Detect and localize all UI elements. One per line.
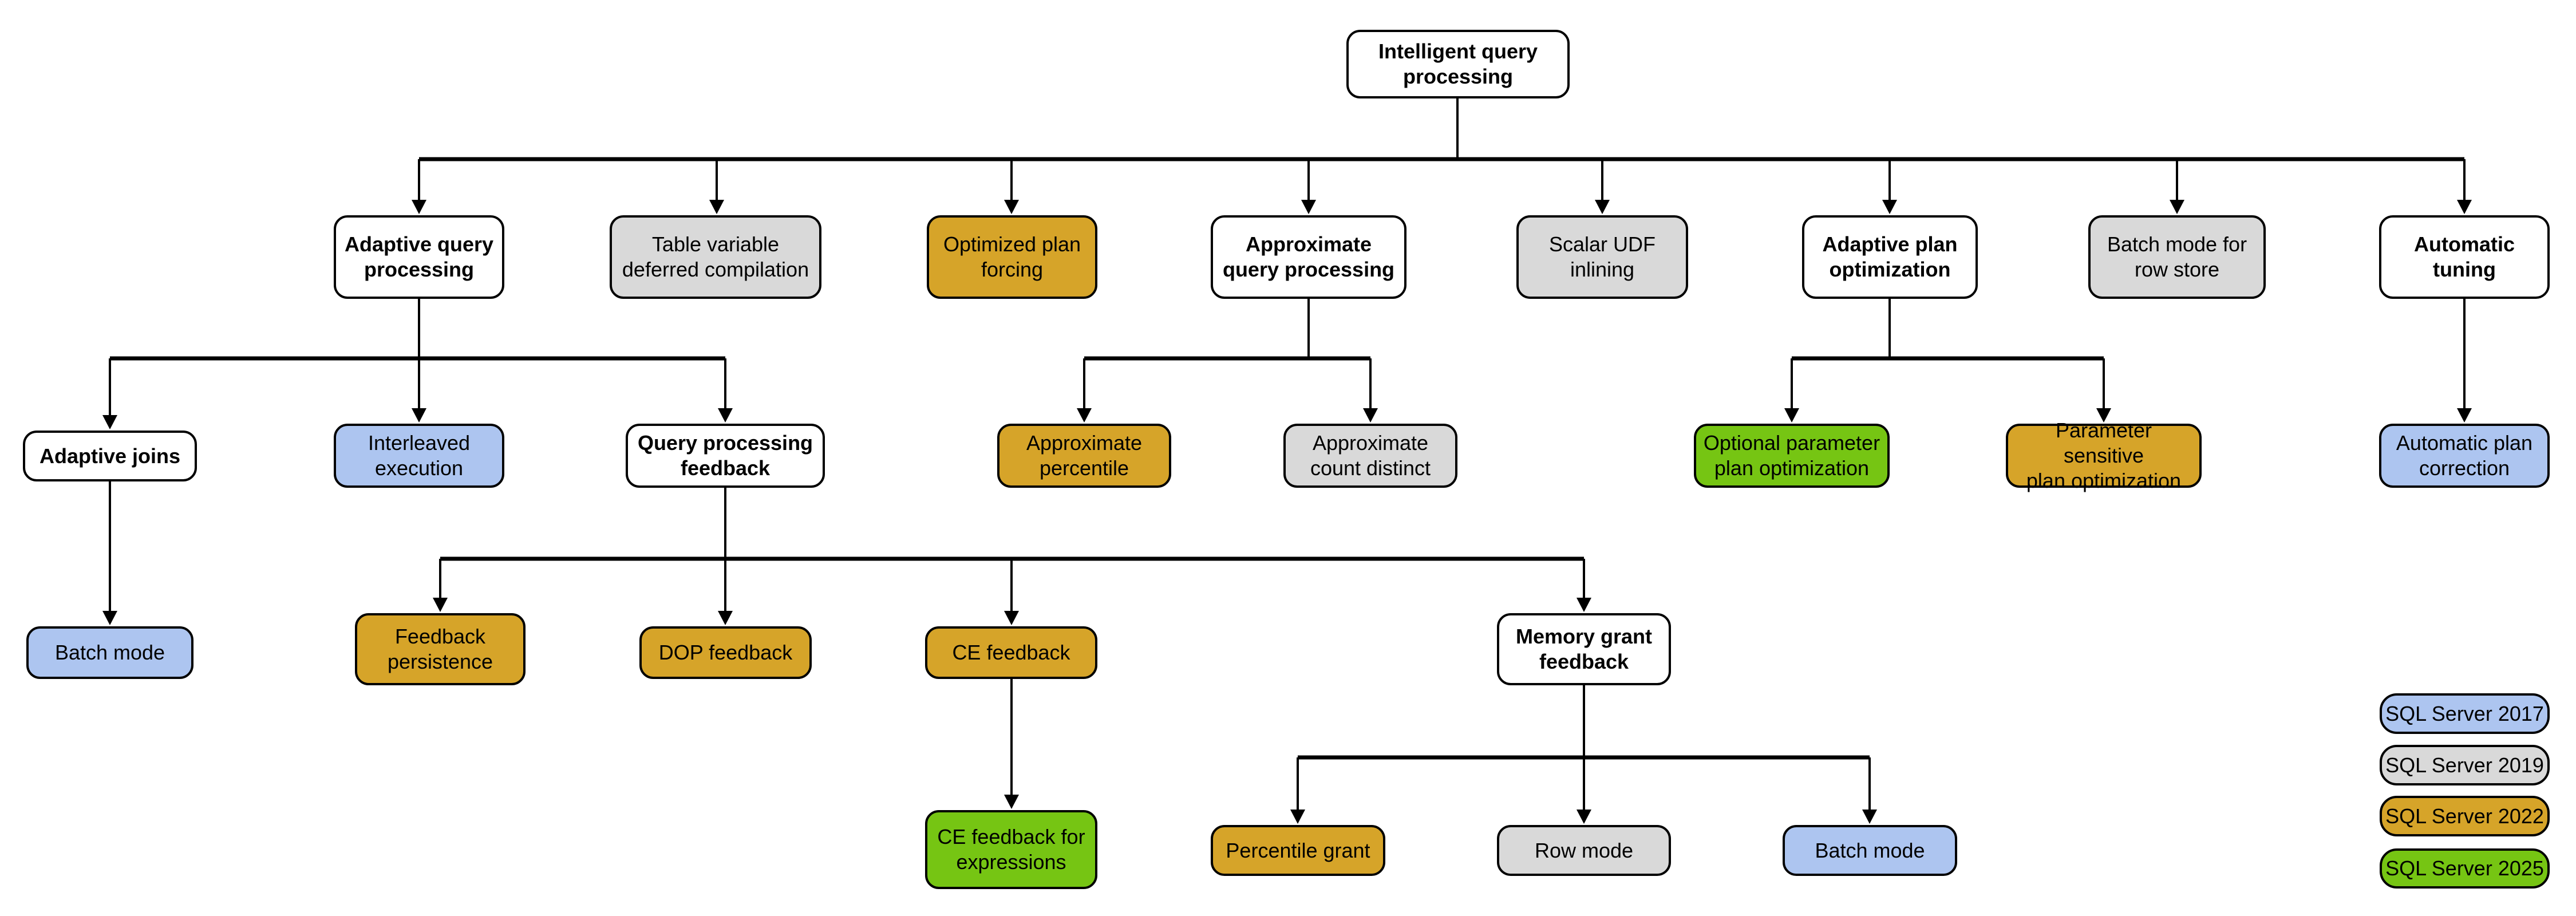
node-scalar-udf-inlining: Scalar UDF inlining [1516,215,1688,299]
node-automatic-tuning: Automatic tuning [2379,215,2550,299]
connector-adaptive-query-processing-children [102,299,733,429]
connector-adaptive-plan-optimization-children [1784,299,2111,423]
legend-item-v2017: SQL Server 2017 [2380,693,2550,734]
node-batch-mode-for-row-store: Batch mode for row store [2088,215,2266,299]
connector-memory-grant-feedback-children [1290,685,1877,824]
connector-approximate-query-processing-children [1077,299,1378,423]
legend-item-v2019: SQL Server 2019 [2380,745,2550,785]
node-table-variable-deferred-compilation: Table variable deferred compilation [610,215,821,299]
connector-query-processing-feedback-children [433,488,1591,625]
node-optimized-plan-forcing: Optimized plan forcing [927,215,1097,299]
node-feedback-persistence: Feedback persistence [355,613,526,685]
node-row-mode: Row mode [1497,825,1671,876]
node-adaptive-joins: Adaptive joins [23,431,197,481]
node-interleaved-execution: Interleaved execution [334,424,504,488]
node-batch-mode-memory-grant: Batch mode [1783,825,1957,876]
connector-ce-feedback-child [1004,679,1019,809]
node-batch-mode-adaptive-joins: Batch mode [26,626,193,679]
node-optional-parameter-plan-optimization: Optional parameter plan optimization [1694,424,1890,488]
node-parameter-sensitive-plan-optimization: Parameter sensitive plan optimization [2006,418,2202,492]
node-intelligent-query-processing: Intelligent query processing [1346,30,1570,98]
connector-automatic-tuning-child [2457,299,2472,423]
node-automatic-plan-correction: Automatic plan correction [2379,424,2550,488]
node-memory-grant-feedback: Memory grant feedback [1497,613,1671,685]
node-adaptive-plan-optimization: Adaptive plan optimization [1802,215,1978,299]
node-adaptive-query-processing: Adaptive query processing [334,215,504,299]
legend-item-v2025: SQL Server 2025 [2380,848,2550,889]
node-approximate-query-processing: Approximate query processing [1211,215,1406,299]
node-dop-feedback: DOP feedback [639,626,812,679]
legend-item-v2022: SQL Server 2022 [2380,796,2550,836]
node-approximate-count-distinct: Approximate count distinct [1283,424,1457,488]
connector-root-to-level2 [412,98,2472,214]
connector-adaptive-joins-child [102,481,117,625]
node-ce-feedback-for-expressions: CE feedback for expressions [925,810,1097,889]
node-query-processing-feedback: Query processing feedback [626,424,825,488]
node-percentile-grant: Percentile grant [1211,825,1385,876]
node-ce-feedback: CE feedback [925,626,1097,679]
node-approximate-percentile: Approximate percentile [997,424,1171,488]
